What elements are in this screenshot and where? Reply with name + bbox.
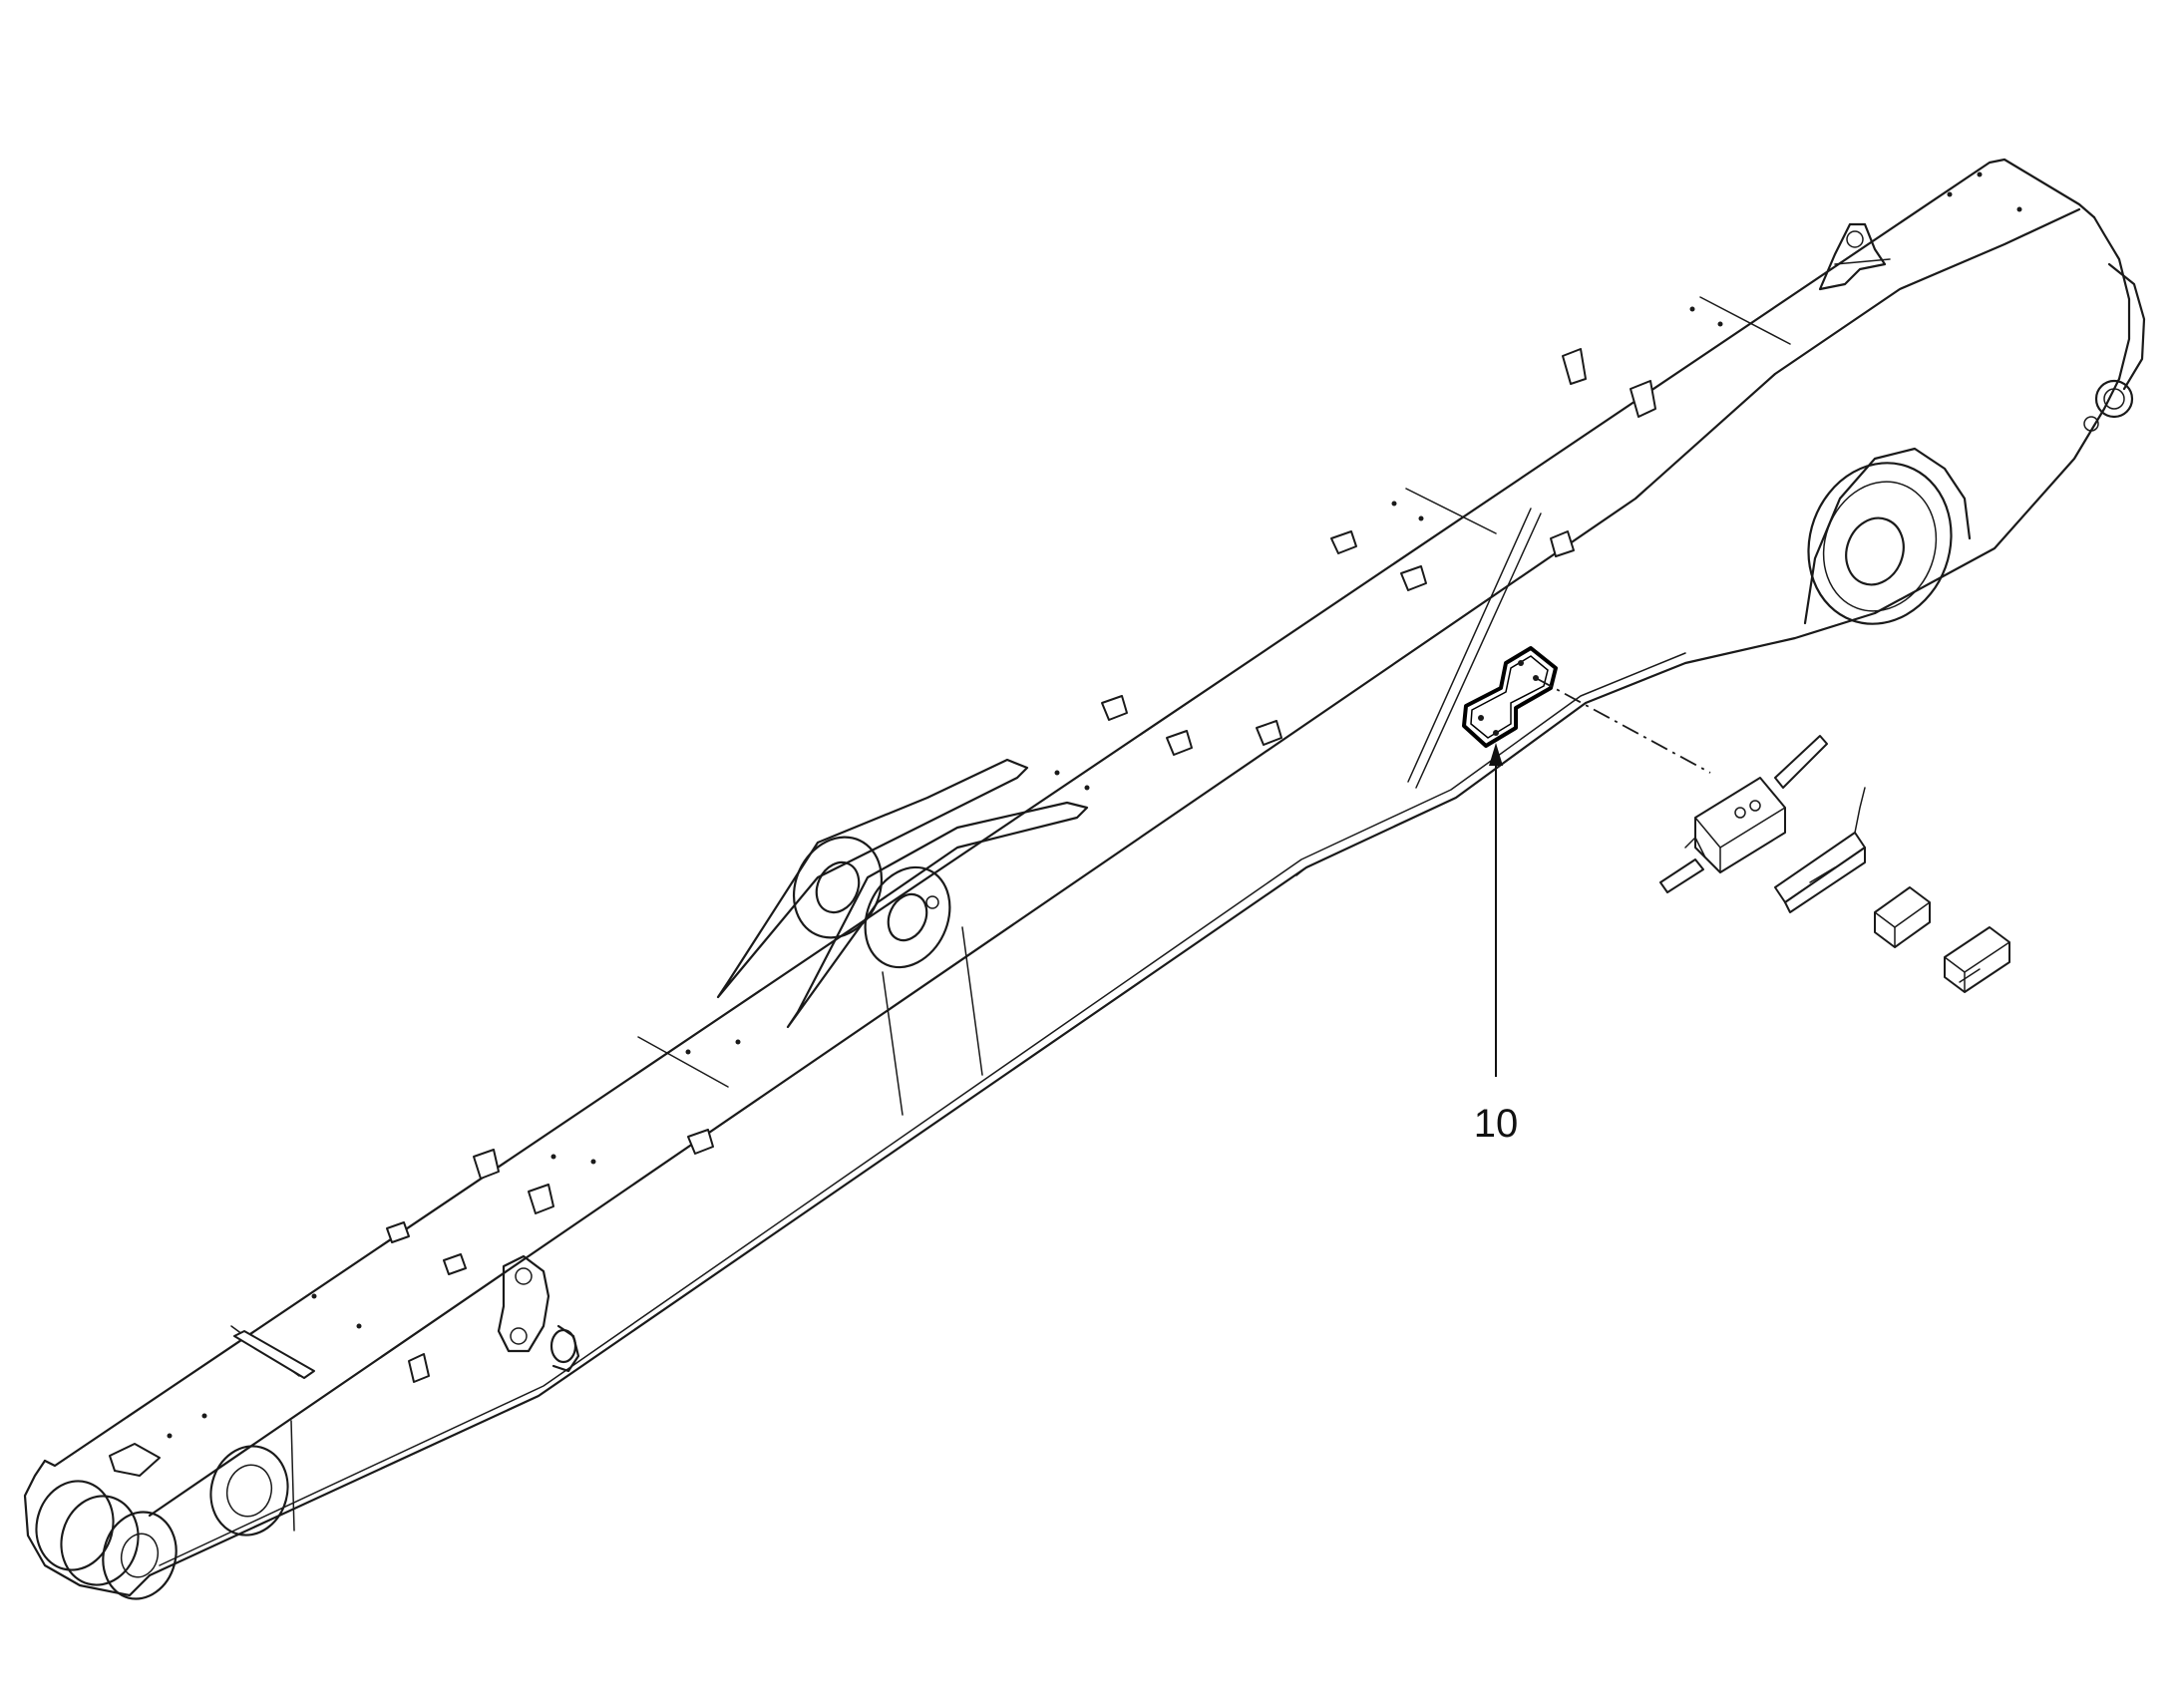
exploded-components xyxy=(1535,677,2010,993)
callout-10: 10 xyxy=(1474,743,1519,1146)
part-10-plate xyxy=(1462,646,1558,748)
bracket xyxy=(1874,886,1931,948)
sensor-assembly xyxy=(1659,735,1828,893)
callout-label-10: 10 xyxy=(1474,1102,1519,1146)
clip xyxy=(1944,926,2010,993)
arm-body xyxy=(23,158,2146,1600)
bolt-holes xyxy=(167,171,2022,1439)
lug-row xyxy=(386,348,1656,1383)
sensor-body xyxy=(1774,787,1866,913)
